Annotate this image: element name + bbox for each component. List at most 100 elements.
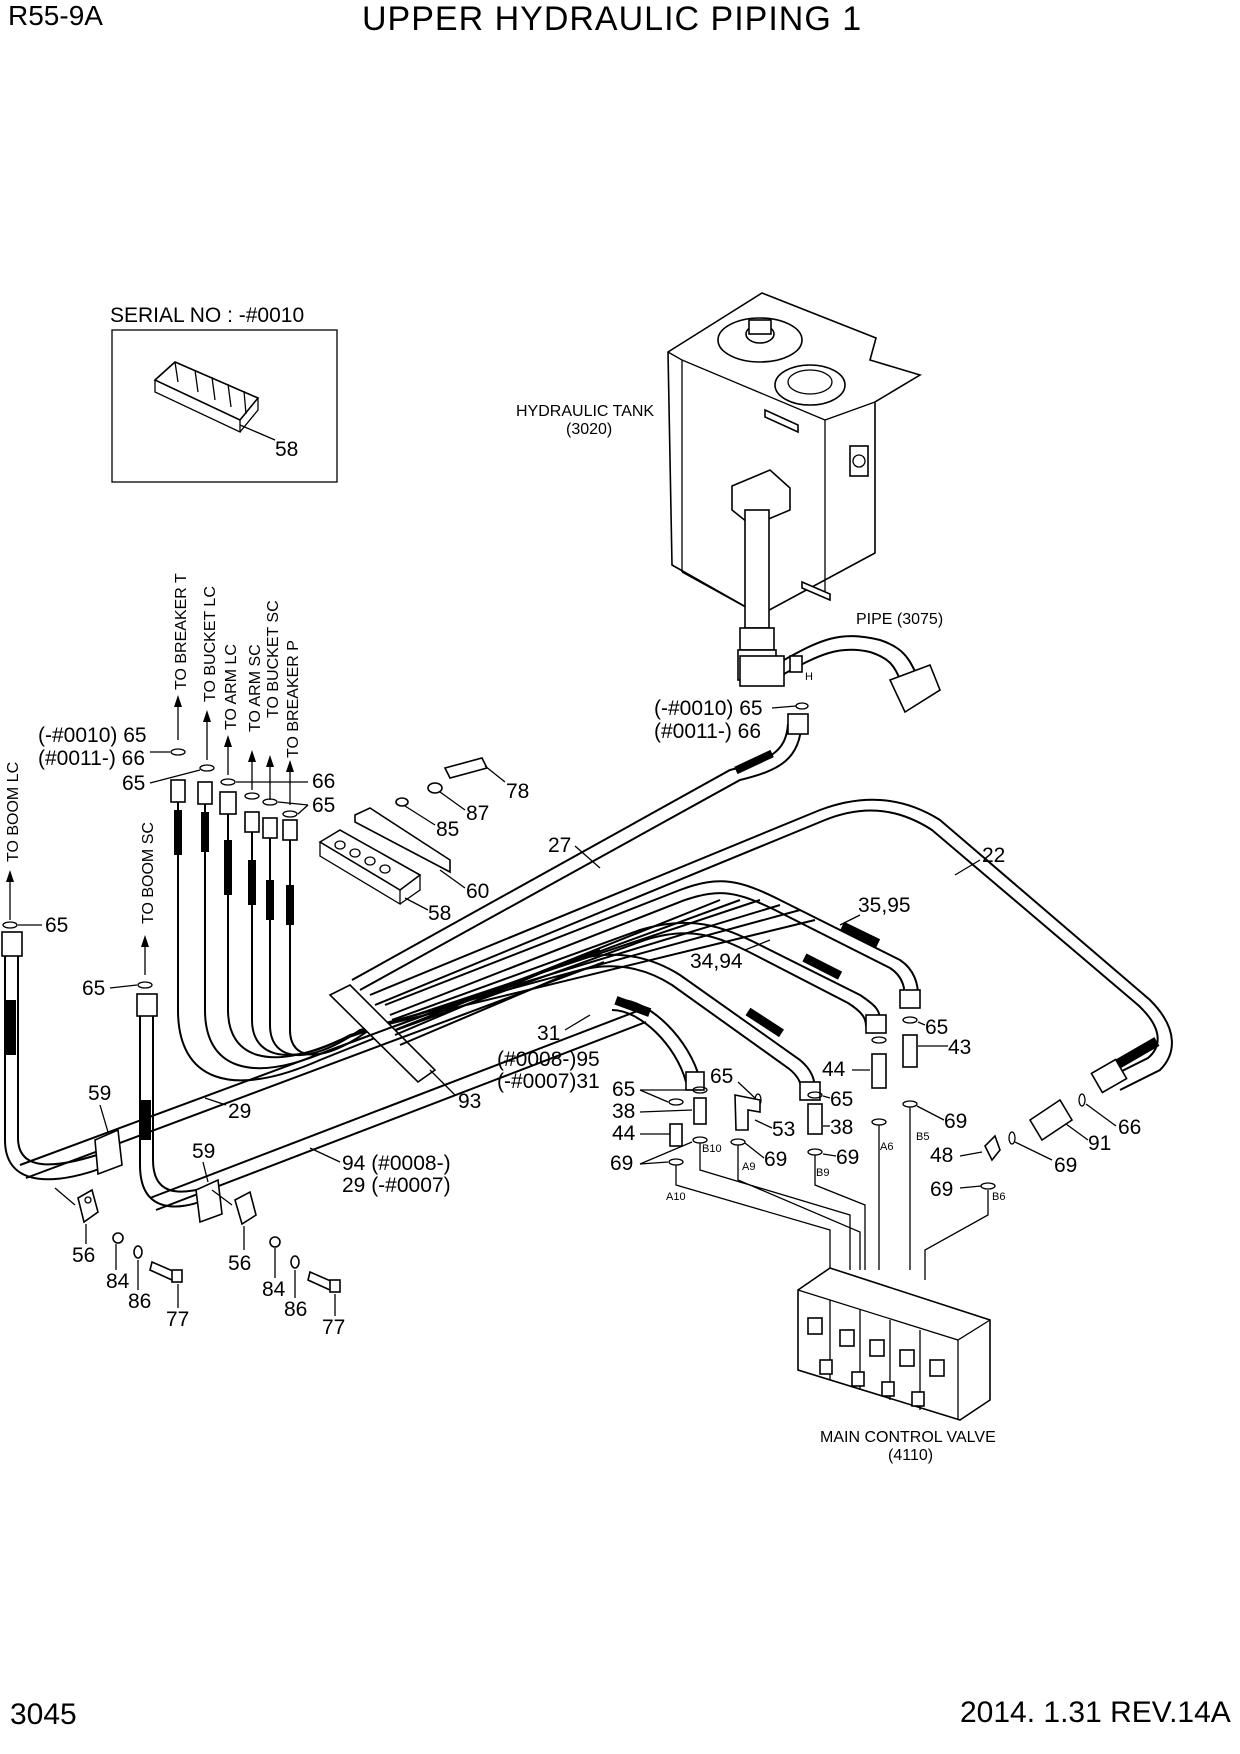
arrow-breaker-p: TO BREAKER P: [285, 640, 302, 805]
check-valve-91-icon: [1028, 1098, 1074, 1142]
page-number: 3045: [10, 1698, 77, 1731]
callout-93: 93: [458, 1090, 481, 1113]
callout-c-58: 58: [428, 902, 451, 925]
tank-label: HYDRAULIC TANK: [516, 403, 654, 420]
callout-b9: B9: [816, 1167, 829, 1179]
callout-59-b: 59: [192, 1140, 215, 1163]
clamp-block-icon: [153, 361, 260, 434]
washer-87-icon: [427, 782, 443, 794]
callout-a10: A10: [666, 1191, 686, 1203]
callout-c-86a: 86: [128, 1290, 151, 1313]
callout-29-serial: 29 (-#0007): [342, 1174, 451, 1197]
callout-c-84b: 84: [262, 1278, 286, 1301]
inset-frame: [111, 329, 338, 483]
callout-c-h66a: (#0011-) 66: [654, 720, 761, 743]
callout-c-66-91: 66: [1118, 1116, 1141, 1139]
callout-c-69-b9: 69: [836, 1146, 859, 1169]
callout-breaker-t: TO BREAKER T: [173, 573, 190, 690]
callout-c-44-v1: 44: [612, 1122, 636, 1145]
callout-c-43: 43: [948, 1036, 971, 1059]
callout-c-65-v1: 65: [612, 1078, 635, 1101]
washer-84-b-icon: [269, 1236, 281, 1248]
inset-caption: SERIAL NO : -#0010: [110, 304, 304, 327]
elbow-48-icon: [984, 1134, 1001, 1162]
boom-hoses: 59 59 TO BOOM LC 65 TO BOOM SC 65: [1, 762, 223, 1224]
callout-31-serial: (-#0007)31: [497, 1070, 600, 1093]
callout-c-87: 87: [466, 802, 489, 825]
callout-65-top-2: 65: [312, 794, 335, 817]
callout-c-78: 78: [506, 780, 529, 803]
callout-c-65-v2: 65: [710, 1065, 733, 1088]
callout-b10: B10: [702, 1143, 722, 1155]
clamp-parts: 78 87 85 60 58: [318, 757, 529, 925]
callout-65-boom-sc: 65: [82, 977, 105, 1000]
callout-59-a: 59: [88, 1082, 111, 1105]
return-pipe-3075: PIPE (3075) H: [783, 611, 943, 714]
callout-arm-sc: TO ARM SC: [247, 644, 264, 732]
callout-c-56b: 56: [228, 1252, 251, 1275]
page-title: UPPER HYDRAULIC PIPING 1: [362, 0, 863, 38]
callout-a9: A9: [742, 1161, 755, 1173]
plate-60-icon: [354, 807, 451, 874]
port-h: H: [805, 671, 813, 683]
callout-c-48: 48: [930, 1144, 953, 1167]
washer-86-a-icon: [133, 1245, 143, 1259]
callout-c-69-b6: 69: [930, 1178, 953, 1201]
callout-34-94: 34,94: [690, 950, 743, 973]
callout-94-serial: 94 (#0008-): [342, 1152, 451, 1175]
callout-mcv-ref: (4110): [888, 1447, 933, 1464]
pipe-label: PIPE (3075): [856, 611, 943, 628]
arrow-breaker-t: TO BREAKER T: [173, 573, 190, 740]
callout-c-69-48: 69: [1054, 1154, 1077, 1177]
callout-c-65-43: 65: [925, 1016, 948, 1039]
callout-65-top: 65: [122, 772, 145, 795]
arrow-arm-sc: TO ARM SC: [247, 644, 264, 790]
revision-date: 2014. 1.31 REV.14A: [960, 1696, 1231, 1729]
callout-c-38-v1: 38: [612, 1100, 635, 1123]
callout-31: 31: [537, 1022, 560, 1045]
model-code: R55-9A: [8, 0, 103, 31]
washer-86-b-icon: [290, 1255, 300, 1269]
elbow-53-icon: [734, 1094, 761, 1131]
callout-c-69-v1: 69: [610, 1152, 633, 1175]
callout-breaker-p: TO BREAKER P: [285, 640, 302, 758]
bracket-56-b-icon: [234, 1190, 257, 1226]
callout-22: 22: [982, 844, 1005, 867]
callout-c-44-v3: 44: [822, 1058, 846, 1081]
bracket-56-a-icon: [77, 1188, 99, 1224]
callout-b6: B6: [992, 1191, 1005, 1203]
callout-bucket-lc: TO BUCKET LC: [202, 586, 219, 702]
callout-c-56a: 56: [72, 1244, 95, 1267]
callout-27: 27: [548, 834, 571, 857]
callout-b5: B5: [916, 1131, 929, 1143]
arrow-bucket-sc: TO BUCKET SC: [265, 600, 282, 800]
callout-c-91: 91: [1088, 1132, 1111, 1155]
callout-c-77a: 77: [166, 1308, 189, 1331]
dest-boom-sc: TO BOOM SC: [140, 822, 157, 924]
washer-85-icon: [395, 797, 409, 807]
callout-c-60: 60: [466, 880, 489, 903]
hydraulic-tank: HYDRAULIC TANK (3020): [516, 292, 922, 687]
callout-65-top-serial: (-#0010) 65: [38, 724, 147, 747]
callout-66-top: 66: [312, 770, 335, 793]
callout-c-69-b5: 69: [944, 1110, 967, 1133]
tank-ref: (3020): [566, 421, 612, 438]
callout-c-69-a9: 69: [764, 1148, 787, 1171]
arrow-arm-lc: TO ARM LC: [223, 644, 240, 775]
callout-arm-lc: TO ARM LC: [223, 644, 240, 730]
arrow-boom-lc: TO BOOM LC: [5, 762, 22, 920]
callout-bucket-sc: TO BUCKET SC: [265, 600, 282, 718]
callout-c-38-v3: 38: [830, 1116, 853, 1139]
callout-mcv-name: MAIN CONTROL VALVE: [820, 1429, 996, 1446]
callout-a6: A6: [880, 1141, 893, 1153]
arrow-boom-sc: TO BOOM SC: [140, 822, 157, 975]
callout-c-86b: 86: [284, 1298, 307, 1321]
bolt-78-icon: [443, 757, 489, 779]
callout-66-top-serial: (#0011-) 66: [38, 747, 145, 770]
callout-65-boom-lc: 65: [45, 914, 68, 937]
callout-58-inset: 58: [275, 438, 298, 461]
fasteners: 56 84 86 77 56 84 86 77: [54, 1187, 345, 1339]
callout-c-84a: 84: [106, 1270, 130, 1293]
